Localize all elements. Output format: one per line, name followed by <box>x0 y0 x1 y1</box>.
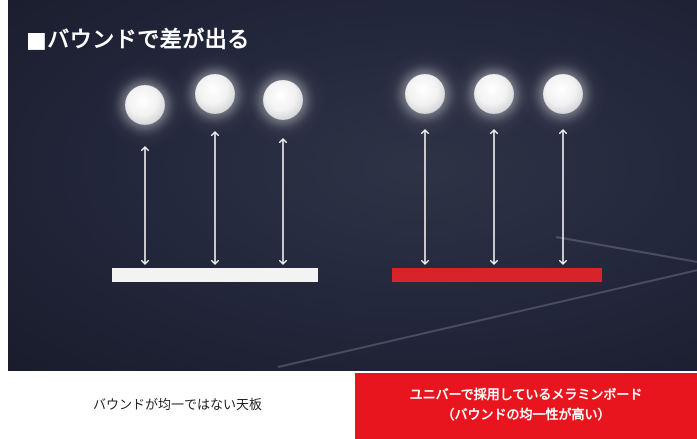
ball-right-1 <box>405 74 445 114</box>
ball-left-1 <box>125 85 165 125</box>
ball-left-2 <box>195 74 235 114</box>
caption-melamine-board: ユニバーで採用しているメラミンボード （バウンドの均一性が高い） <box>355 373 697 439</box>
ball-right-2 <box>474 74 514 114</box>
caption-uneven-board: バウンドが均一ではない天板 <box>0 373 355 439</box>
figure-title: ■バウンドで差が出る <box>26 28 250 53</box>
illustration-panel: ■バウンドで差が出る <box>8 0 697 371</box>
uneven-board <box>112 268 318 282</box>
bounce-arrows <box>8 0 697 371</box>
caption-right-line2: （バウンドの均一性が高い） <box>441 408 611 423</box>
ball-left-3 <box>263 80 303 120</box>
caption-left-text: バウンドが均一ではない天板 <box>92 398 262 413</box>
caption-right-line1: ユニバーで採用しているメラミンボード <box>409 388 643 403</box>
melamine-board <box>392 268 602 282</box>
ball-right-3 <box>543 74 583 114</box>
